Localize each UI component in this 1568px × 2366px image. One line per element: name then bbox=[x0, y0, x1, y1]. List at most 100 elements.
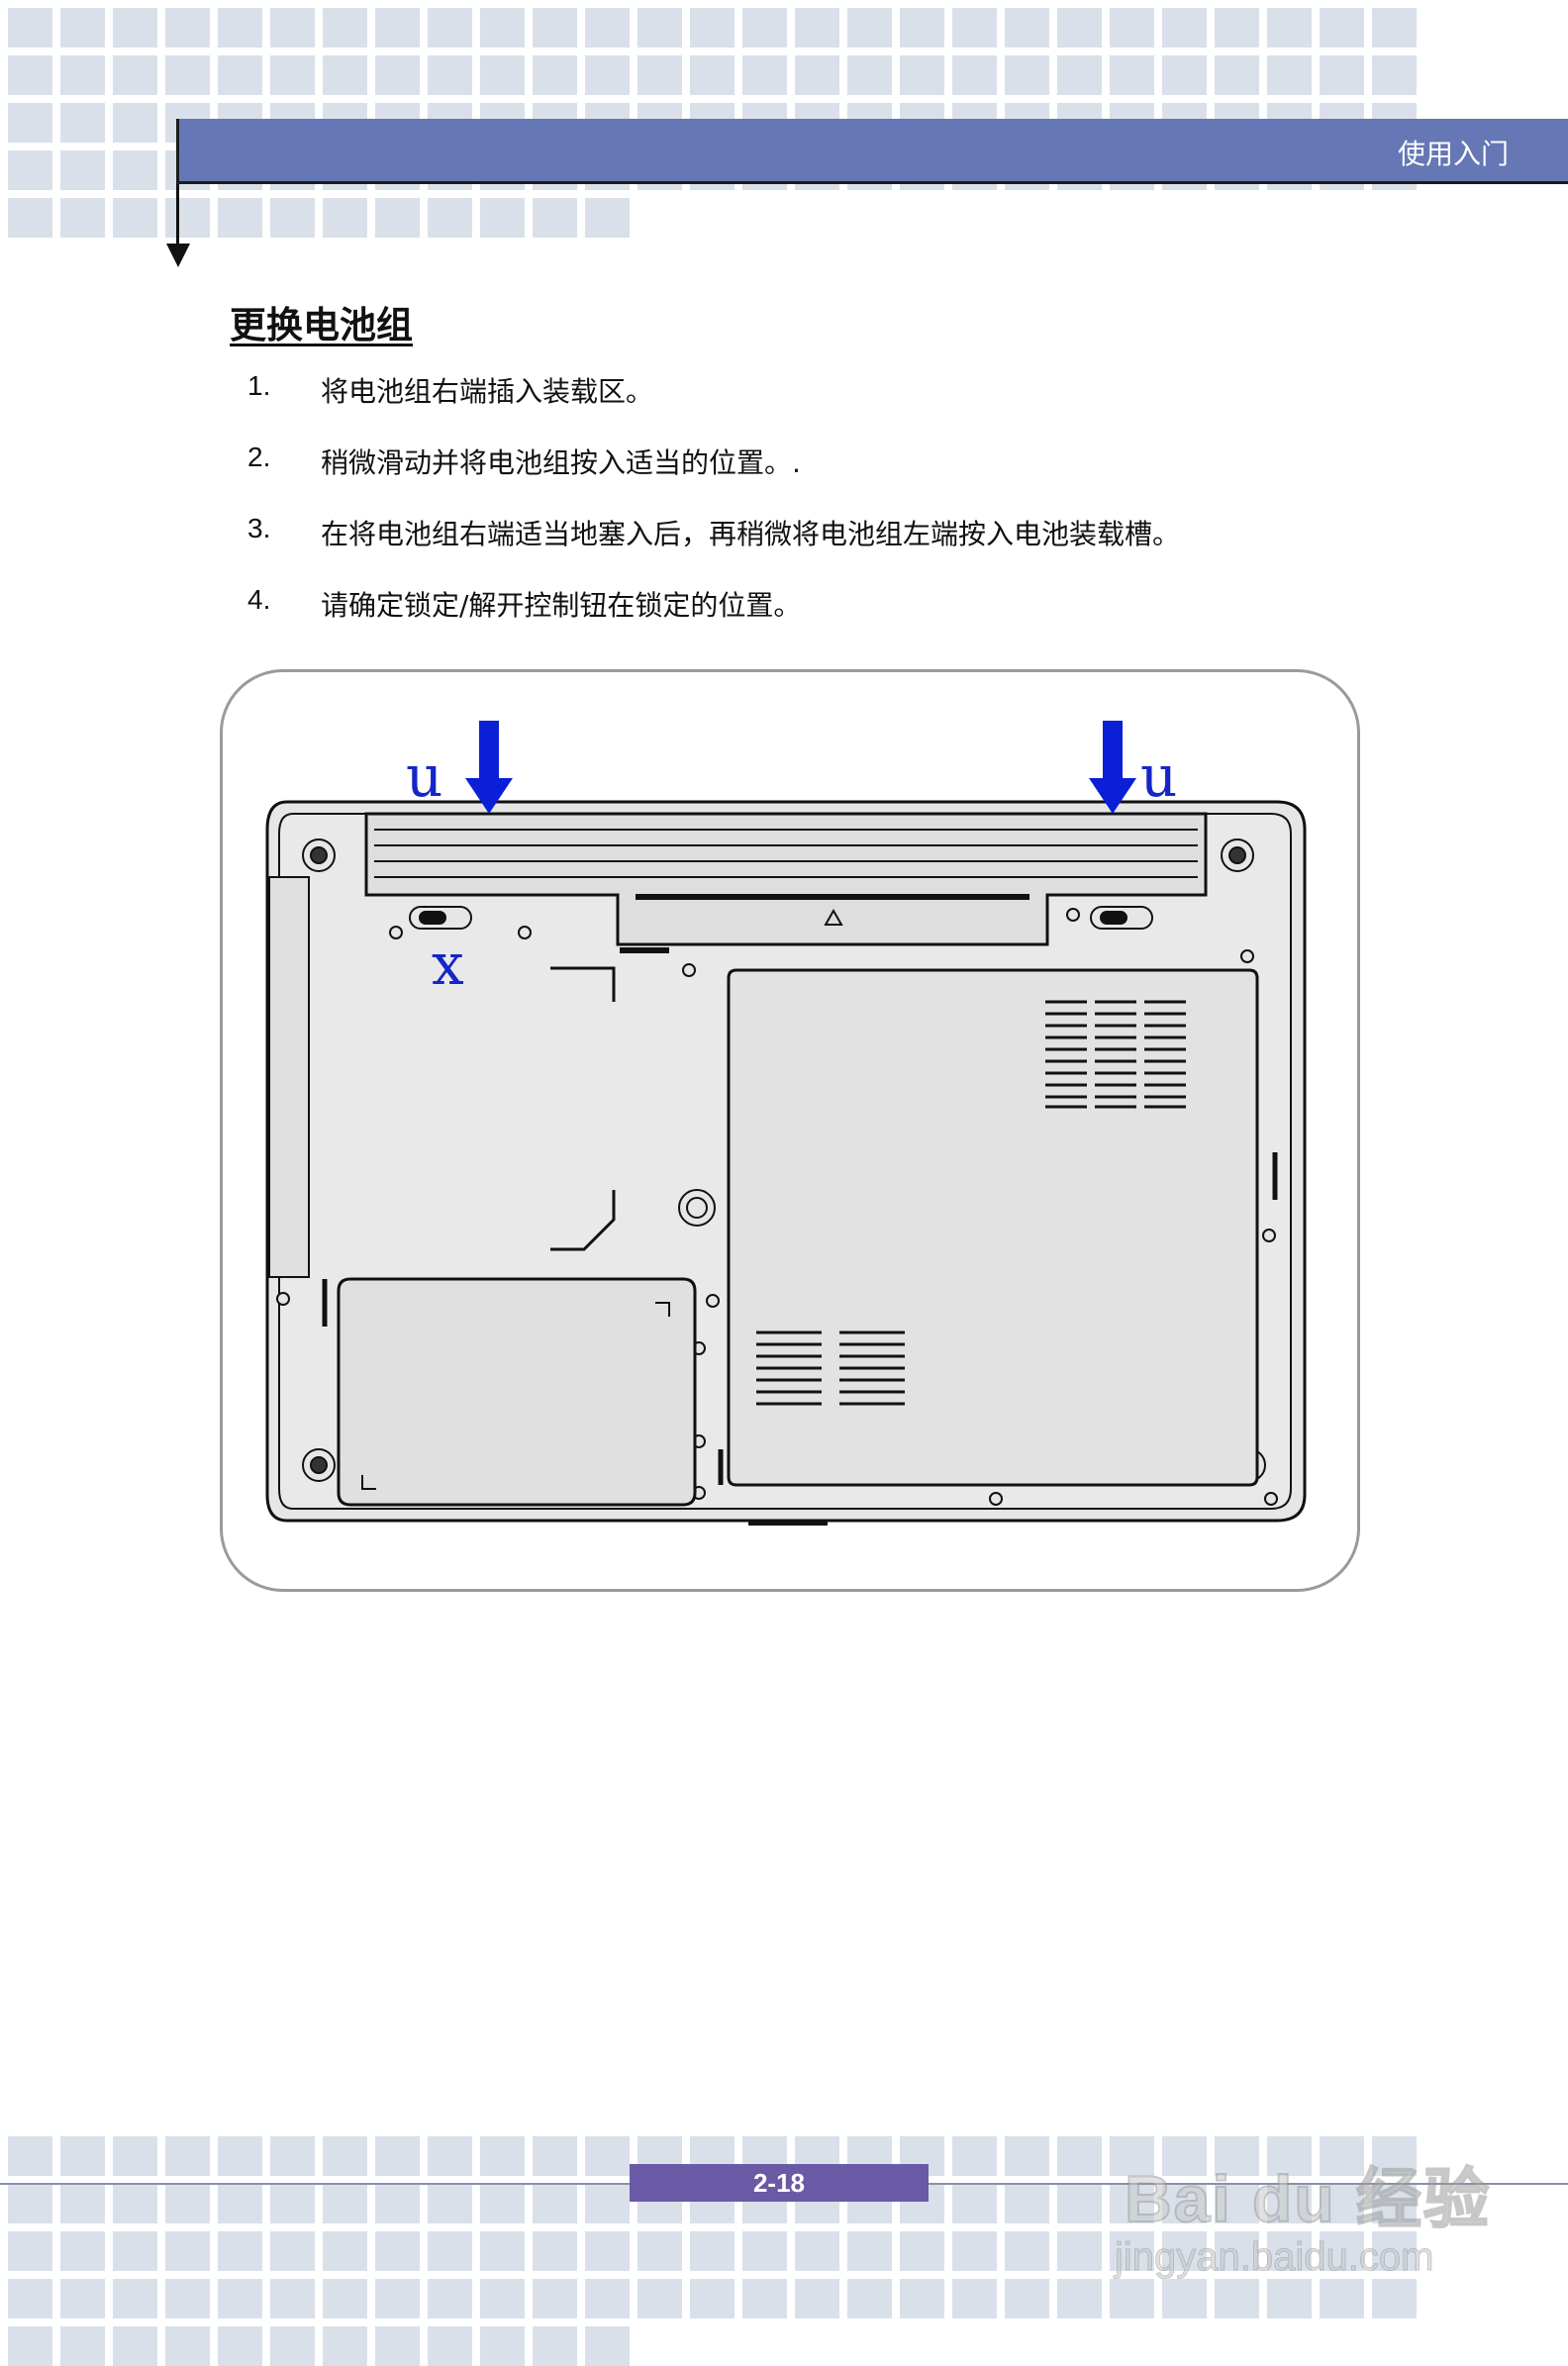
battery-lock-switch-icon bbox=[409, 906, 1153, 930]
decorative-tile bbox=[742, 8, 787, 48]
decorative-tile bbox=[1057, 8, 1102, 48]
step-item: 2. 稍微滑动并将电池组按入适当的位置。. bbox=[247, 442, 801, 481]
decorative-tile bbox=[1057, 2279, 1102, 2318]
decorative-tile bbox=[165, 2136, 210, 2176]
decorative-tile bbox=[1110, 8, 1154, 48]
decorative-tile bbox=[1057, 2184, 1102, 2223]
decorative-tile bbox=[60, 55, 105, 95]
decorative-tile bbox=[585, 8, 630, 48]
decorative-tile bbox=[1372, 2231, 1417, 2271]
right-arrow-label: u bbox=[1140, 742, 1177, 810]
decorative-tile bbox=[60, 2231, 105, 2271]
decorative-tile bbox=[113, 198, 157, 238]
decorative-tile bbox=[847, 2231, 892, 2271]
decorative-tile bbox=[690, 55, 735, 95]
decorative-tile bbox=[900, 2279, 944, 2318]
decorative-tile bbox=[165, 2326, 210, 2366]
decorative-tile bbox=[428, 2136, 472, 2176]
header-pointer-line bbox=[176, 184, 179, 246]
decorative-tile bbox=[690, 2231, 735, 2271]
decorative-tile bbox=[60, 2184, 105, 2223]
decorative-tile bbox=[1215, 8, 1259, 48]
step-text: 在将电池组右端适当地塞入后，再稍微将电池组左端按入电池装载槽。 bbox=[321, 518, 1181, 550]
decorative-tile bbox=[323, 55, 367, 95]
decorative-tile bbox=[165, 2231, 210, 2271]
decorative-tile bbox=[952, 2279, 997, 2318]
decorative-tile bbox=[585, 2136, 630, 2176]
decorative-tile bbox=[585, 2279, 630, 2318]
decorative-tile bbox=[8, 2326, 52, 2366]
laptop-bottom-illustration: u u x bbox=[265, 721, 1307, 1526]
decorative-tile bbox=[165, 2184, 210, 2223]
step-text: 请确定锁定/解开控制钮在锁定的位置。 bbox=[321, 589, 802, 622]
decorative-tile bbox=[270, 198, 315, 238]
decorative-tile bbox=[900, 8, 944, 48]
hard-disk-cover bbox=[337, 1277, 697, 1507]
decorative-tile bbox=[375, 2279, 420, 2318]
decorative-tile bbox=[60, 150, 105, 190]
decorative-tile bbox=[1320, 2231, 1364, 2271]
decorative-tile bbox=[795, 2279, 839, 2318]
watermark-brand: Bai du 经验 bbox=[1124, 2161, 1492, 2236]
decorative-tile bbox=[1215, 2231, 1259, 2271]
decorative-tile bbox=[1215, 2136, 1259, 2176]
chapter-title: 使用入门 bbox=[1397, 138, 1509, 170]
footer-tile-pattern bbox=[0, 2128, 1417, 2366]
decorative-tile bbox=[1162, 2279, 1207, 2318]
decorative-tile bbox=[270, 2136, 315, 2176]
decorative-tile bbox=[1320, 55, 1364, 95]
decorative-tile bbox=[113, 2326, 157, 2366]
page-number: 2-18 bbox=[630, 2164, 929, 2202]
decorative-tile bbox=[1320, 8, 1364, 48]
decorative-tile bbox=[1057, 2231, 1102, 2271]
decorative-tile bbox=[8, 2136, 52, 2176]
step-text: 将电池组右端插入装载区。 bbox=[321, 375, 654, 408]
decorative-tile bbox=[8, 103, 52, 143]
decorative-tile bbox=[1267, 2136, 1312, 2176]
decorative-tile bbox=[270, 2231, 315, 2271]
decorative-tile bbox=[1005, 8, 1049, 48]
decorative-tile bbox=[375, 198, 420, 238]
step-number: 3. bbox=[247, 513, 271, 543]
decorative-tile bbox=[1267, 8, 1312, 48]
decorative-tile bbox=[323, 2184, 367, 2223]
decorative-tile bbox=[900, 2231, 944, 2271]
decorative-tile bbox=[428, 55, 472, 95]
decorative-tile bbox=[585, 55, 630, 95]
decorative-tile bbox=[270, 2184, 315, 2223]
decorative-tile bbox=[218, 55, 262, 95]
decorative-tile bbox=[428, 8, 472, 48]
decorative-tile bbox=[480, 2231, 525, 2271]
arrow-shaft bbox=[1103, 721, 1123, 782]
decorative-tile bbox=[637, 2231, 682, 2271]
decorative-tile bbox=[113, 8, 157, 48]
decorative-tile bbox=[1110, 2279, 1154, 2318]
decorative-tile bbox=[533, 2136, 577, 2176]
decorative-tile bbox=[218, 2231, 262, 2271]
vent-slots bbox=[756, 1000, 1186, 1406]
decorative-tile bbox=[113, 55, 157, 95]
decorative-tile bbox=[60, 2279, 105, 2318]
decorative-tile bbox=[847, 55, 892, 95]
chassis-marks bbox=[322, 947, 1278, 1526]
decorative-tile bbox=[270, 2326, 315, 2366]
decorative-tile bbox=[952, 55, 997, 95]
decorative-tile bbox=[1267, 2231, 1312, 2271]
decorative-tile bbox=[690, 8, 735, 48]
decorative-tile bbox=[375, 2136, 420, 2176]
decorative-tile bbox=[428, 2231, 472, 2271]
decorative-tile bbox=[533, 55, 577, 95]
decorative-tile bbox=[113, 2279, 157, 2318]
chapter-header-bar: 使用入门 bbox=[176, 119, 1568, 184]
decorative-tile bbox=[1110, 2136, 1154, 2176]
decorative-tile bbox=[900, 55, 944, 95]
decorative-tile bbox=[375, 2184, 420, 2223]
decorative-tile bbox=[795, 8, 839, 48]
decorative-tile bbox=[585, 2184, 630, 2223]
decorative-tile bbox=[428, 2279, 472, 2318]
decorative-tile bbox=[1162, 2231, 1207, 2271]
watermark-url: jingyan.baidu.com bbox=[1114, 2235, 1434, 2280]
decorative-tile bbox=[60, 2326, 105, 2366]
decorative-tile bbox=[165, 198, 210, 238]
insert-arrow-right-icon bbox=[1089, 721, 1136, 814]
